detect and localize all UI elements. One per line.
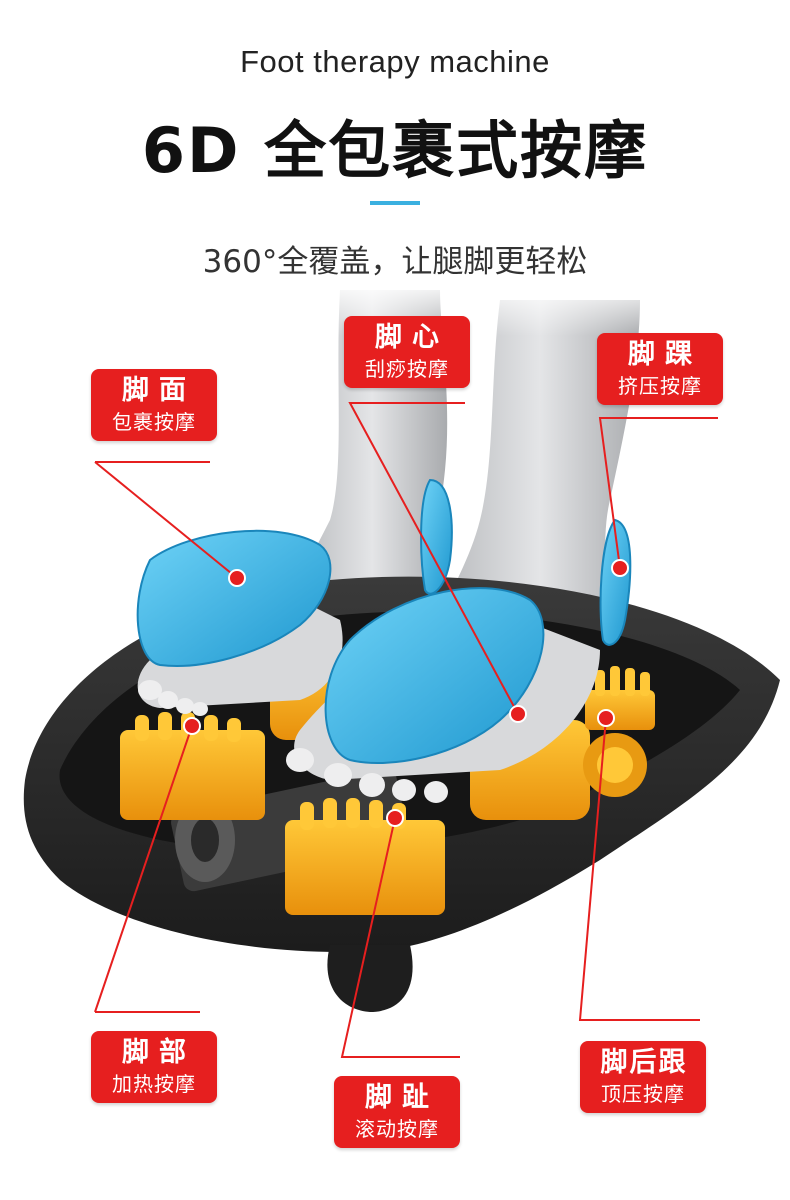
callout-ankle: 脚踝 挤压按摩 — [597, 333, 723, 405]
callout-instep-title: 脚面 — [122, 375, 196, 406]
callout-ankle-title: 脚踝 — [628, 339, 702, 370]
headline: 6D 全包裹式按摩 — [141, 114, 649, 187]
callout-toe-title: 脚趾 — [365, 1082, 439, 1113]
callout-heel-title: 脚后跟 — [600, 1047, 688, 1078]
tagline: 360°全覆盖，让腿脚更轻松 — [202, 244, 588, 280]
callout-foot-title: 脚部 — [122, 1037, 196, 1068]
callout-toe: 脚趾 滚动按摩 — [334, 1076, 460, 1148]
callout-instep-desc: 包裹按摩 — [112, 410, 196, 434]
callout-foot-desc: 加热按摩 — [112, 1072, 196, 1096]
callout-foot: 脚部 加热按摩 — [91, 1031, 217, 1103]
callout-lines — [94, 402, 718, 1058]
callout-ankle-desc: 挤压按摩 — [618, 374, 702, 398]
callout-sole: 脚心 刮痧按摩 — [344, 316, 470, 388]
callout-sole-desc: 刮痧按摩 — [365, 357, 449, 381]
foot-right — [286, 518, 632, 803]
callout-toe-desc: 滚动按摩 — [355, 1117, 439, 1141]
callout-sole-title: 脚心 — [375, 322, 449, 353]
callout-dots — [183, 559, 629, 827]
callout-instep: 脚面 包裹按摩 — [91, 369, 217, 441]
subtitle-en: Foot therapy machine — [240, 44, 550, 79]
callout-heel-desc: 顶压按摩 — [601, 1082, 685, 1106]
foot-left — [136, 478, 453, 716]
roller-front — [285, 798, 445, 915]
callout-heel: 脚后跟 顶压按摩 — [580, 1041, 706, 1113]
accent-divider — [370, 201, 420, 205]
